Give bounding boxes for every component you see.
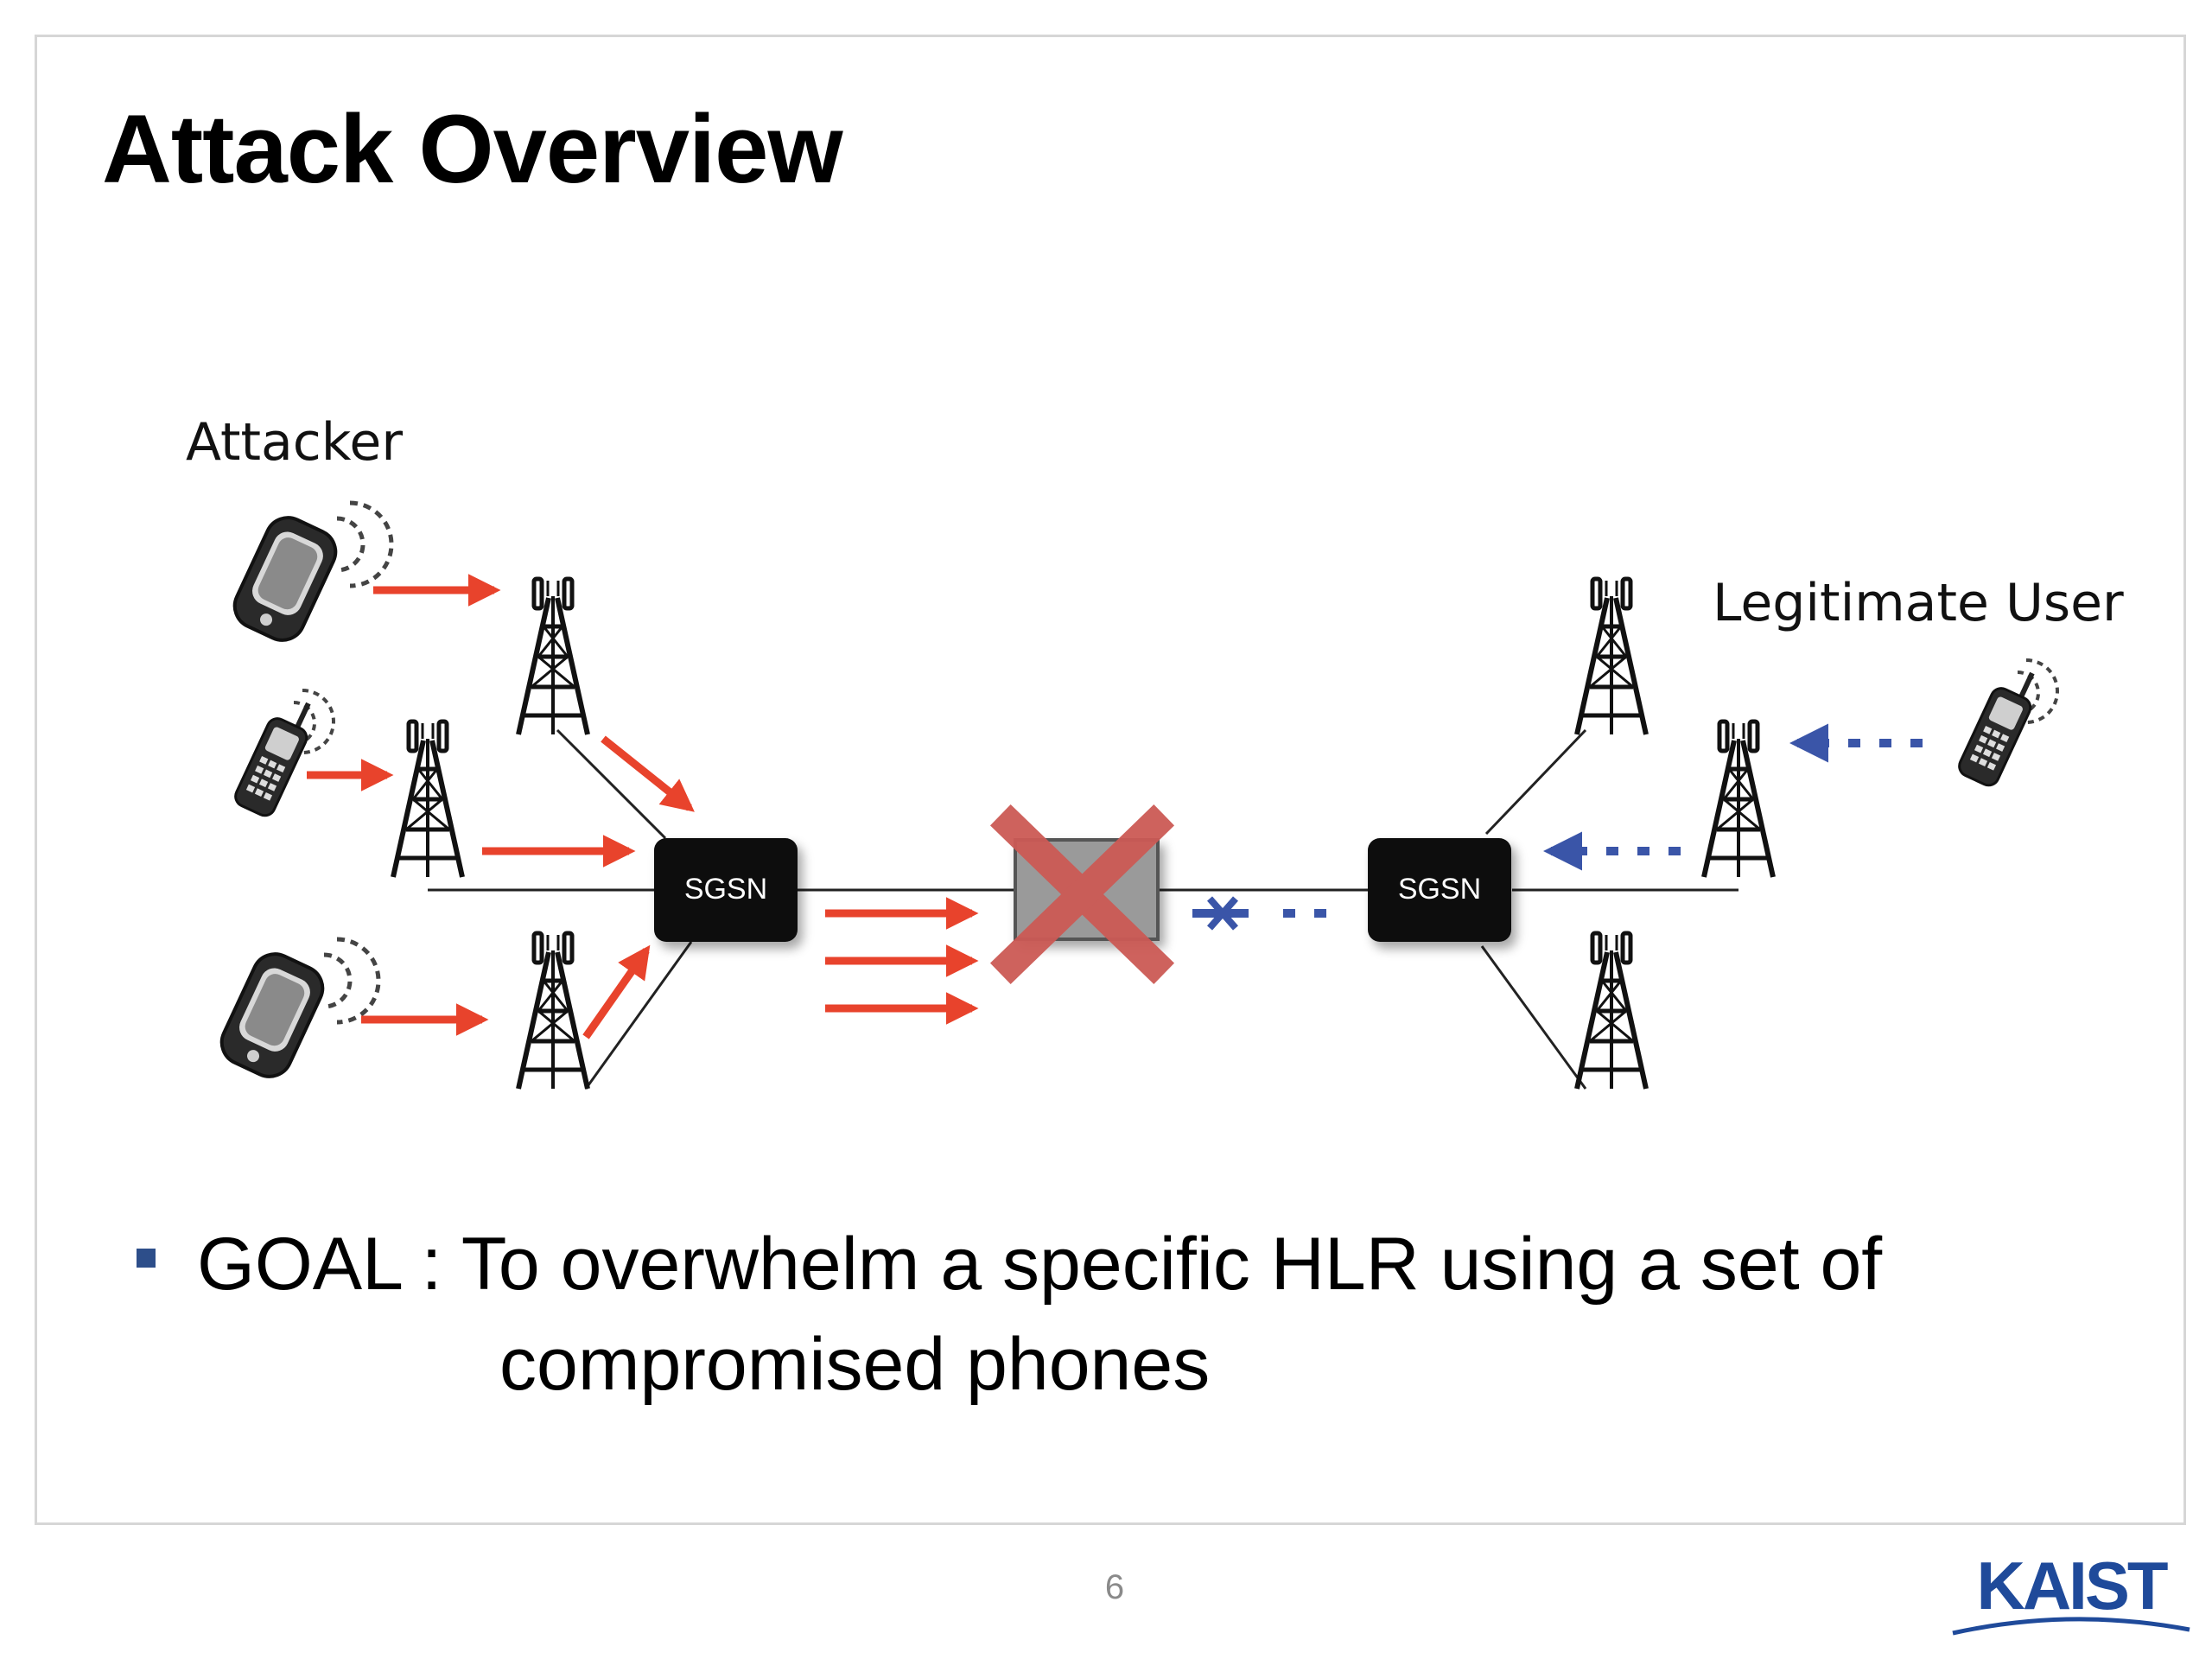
link-tower3-sgsn [584, 941, 693, 1090]
network-links [428, 728, 1738, 1090]
sgsn-left-label: SGSN [684, 873, 767, 906]
legit-arrows [1192, 723, 1923, 918]
smartphone-icon [227, 503, 391, 647]
cell-tower-icon [1577, 579, 1646, 734]
sgsn-left [654, 838, 798, 942]
cell-tower-icon [1704, 721, 1773, 877]
logo-text: KAIST [1977, 1548, 2168, 1624]
link-sgsnR-tower6 [1480, 945, 1587, 1090]
link-sgsnR-tower4 [1484, 728, 1587, 836]
smartphone-icon [214, 939, 378, 1084]
cell-tower-icon [393, 721, 462, 877]
attacker-label: Attacker [186, 412, 403, 473]
attack-arrows [307, 574, 979, 1039]
kaist-logo: KAIST [1952, 1548, 2190, 1636]
bullet-marker-icon [137, 1249, 156, 1268]
cellphone-icon [1956, 660, 2057, 789]
blocked-cross-icon [1207, 896, 1238, 931]
cell-tower-icon [518, 579, 588, 734]
cellphone-icon [232, 690, 334, 819]
page-number: 6 [1104, 1568, 1125, 1606]
cell-tower-icon [1577, 933, 1646, 1089]
link-tower1-sgsn [556, 728, 667, 840]
cell-tower-icon [518, 933, 588, 1089]
bullet-text: GOAL : To overwhelm a specific HLR using… [197, 1214, 1882, 1414]
slide-title: Attack Overview [102, 95, 843, 203]
bullet-line-1: GOAL : To overwhelm a specific HLR using… [197, 1223, 1883, 1306]
sgsn-right-label: SGSN [1398, 873, 1481, 906]
bullet-line-2: compromised phones [499, 1323, 1211, 1407]
legit-user-label: Legitimate User [1713, 573, 2124, 633]
sgsn-right [1368, 838, 1511, 942]
cross-icon [989, 804, 1175, 985]
